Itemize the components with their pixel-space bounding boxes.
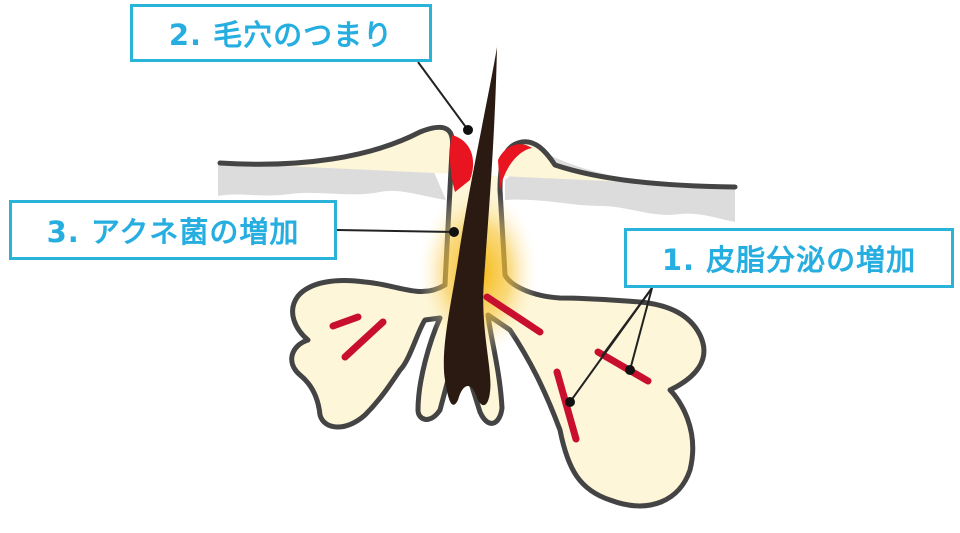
leader-dot-clog [463,125,473,135]
leader-dot-acne [449,227,459,237]
leader-line-sebum-2 [629,287,653,371]
hair-shaft [443,47,497,406]
label-sebum-increase: 1. 皮脂分泌の増加 [624,228,954,288]
label-acne-bacteria: 3. アクネ菌の増加 [9,200,337,260]
leader-dot-sebum [625,365,635,375]
label-pore-clog: 2. 毛穴のつまり [130,4,432,62]
sebum-mark [483,293,544,336]
leader-dots [449,125,635,407]
sebum-mark [341,318,387,361]
leader-line-acne [336,229,455,233]
sebum-mark [329,313,362,330]
pore-plug-left [449,135,474,192]
pore-plug-right [498,144,532,190]
leader-dot-sebum [565,397,575,407]
leader-line-clog [417,61,469,131]
leader-lines [336,61,653,403]
sebum-mark [594,348,652,385]
leader-line-sebum-3 [601,287,653,357]
